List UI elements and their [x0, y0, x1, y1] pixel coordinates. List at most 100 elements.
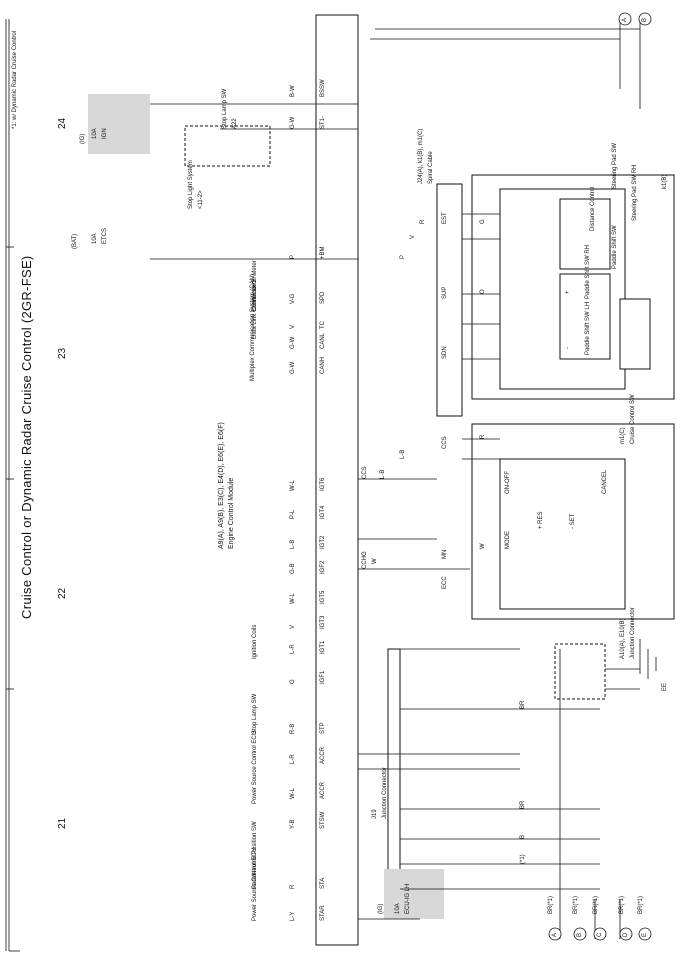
ecm-pin: IGT4 — [320, 505, 326, 519]
page-number-23: 23 — [57, 347, 68, 359]
cruise-sw-name: Cruise Control SW — [630, 394, 636, 444]
ecm-pin: STP — [320, 722, 326, 734]
ecm-pin: ACCR — [320, 746, 326, 764]
pin-wire: G-W — [290, 361, 296, 374]
pin-wire: W — [372, 558, 378, 564]
ecm-pin: TC — [320, 321, 326, 329]
wire-label: BR — [520, 700, 526, 709]
pin-dest: Ignition Coils — [252, 624, 258, 659]
ecm-pin: IGF1 — [320, 670, 326, 684]
page-number-21: 21 — [57, 817, 68, 829]
ref-c: C — [597, 932, 603, 937]
ref-wire: BR(*1) — [638, 895, 644, 914]
pin-wire: R-B — [290, 723, 296, 734]
pin-wire: P — [290, 254, 296, 259]
fuse-name: ETCS — [102, 227, 108, 244]
ecm-pin: CANL — [320, 332, 326, 349]
steering-pad-conn: k1(B) — [662, 174, 668, 189]
page-number-24: 24 — [57, 117, 68, 129]
wire-label: G — [480, 219, 486, 224]
pin-wire: V — [290, 324, 296, 329]
junction-conn: J19 — [372, 809, 378, 819]
cruise-sw-item: MODE — [505, 531, 511, 549]
ref-b: B — [577, 932, 583, 937]
ecm-pin: IGT3 — [320, 615, 326, 629]
spiral-pin: MN — [442, 549, 448, 559]
ref-wire: BR(*1) — [548, 895, 554, 914]
cruise-sw-conn: m1(C) — [620, 427, 626, 444]
spiral-pin: SUP — [442, 286, 448, 299]
pin-wire: Y-B — [290, 819, 296, 829]
wire-label: P — [400, 254, 406, 259]
wire-label: R — [480, 434, 486, 439]
steering-pad-name: Steering Pad SW — [612, 142, 618, 189]
spiral-pin: ECC — [442, 576, 448, 589]
ecm-pin: CCS — [362, 466, 368, 479]
spiral-conn: J24(A), k1(B), m1(C) — [418, 128, 424, 184]
ecm-pin: +BM — [320, 246, 326, 259]
ecm-name: Engine Control Module — [228, 477, 235, 549]
distance-control-box — [619, 298, 651, 370]
fuse-source: (IG) — [378, 903, 384, 914]
ecm-pin: CANH — [320, 356, 326, 374]
pin-wire: L-R — [290, 644, 296, 654]
steering-pad-item: Paddle Shift SW RH — [585, 244, 591, 299]
wire-label: BR — [520, 800, 526, 809]
ecm-pin: STSW — [320, 811, 326, 829]
ecm-pin: IGT5 — [320, 590, 326, 604]
junction2-name: Junction Connector — [630, 607, 636, 659]
ref-d: D — [623, 932, 629, 937]
pin-wire: B-W — [290, 85, 296, 97]
ecm-pin: IGT6 — [320, 477, 326, 491]
wire-label: O — [480, 289, 486, 294]
fuse-amp: 10A — [92, 233, 98, 244]
ecm-pin: IGT2 — [320, 535, 326, 549]
ecm-pin: ST1- — [320, 115, 326, 129]
cruise-sw-item: CANCEL — [602, 469, 608, 494]
pin-dest: Combination Meter — [252, 260, 258, 311]
fuse-name: IGN — [102, 128, 108, 139]
junction-name: Junction Connector — [382, 767, 388, 819]
pin-dest: Power Source Control ECU — [252, 730, 258, 804]
steering-pad-item: + — [565, 290, 571, 294]
pin-wire: W-L — [290, 480, 296, 491]
ref-e: E — [642, 932, 648, 937]
stop-lamp-system: Stop Light System — [188, 160, 194, 209]
pin-wire: P-L — [290, 509, 296, 519]
steering-pad-item: Paddle Shift SW LH — [585, 301, 591, 355]
pin-wire: V-G — [290, 293, 296, 304]
pin-wire: G-W — [290, 336, 296, 349]
fuse-source: (IG) — [80, 133, 86, 144]
spiral-name: Spiral Cable — [428, 151, 434, 184]
steering-pad-item: Distance Control — [590, 186, 596, 231]
wire-label: W — [480, 543, 486, 549]
fuse-source: (BAT) — [72, 233, 78, 249]
ecm-pin: STAR — [320, 905, 326, 921]
ecm-pin: IGT1 — [320, 640, 326, 654]
pin-dest: Stop Lamp SW — [252, 693, 258, 734]
ecm-pin: CCHG — [362, 551, 368, 569]
ref-wire: BR(*1) — [593, 895, 599, 914]
ecm-connectors: A9(A), A9(B), E3(C), E4(D), E6(E), E6(F) — [218, 422, 225, 549]
pin-wire: L-B — [290, 539, 296, 549]
wire-label: R — [420, 219, 426, 224]
cruise-sw-item: ON-OFF — [505, 471, 511, 494]
ref-wire: BR(*1) — [619, 895, 625, 914]
ecm-pin: STA — [320, 877, 326, 889]
page-number-22: 22 — [57, 587, 68, 599]
wire-label: B — [520, 834, 526, 839]
stop-lamp-ref: <11-2> — [198, 190, 204, 209]
steering-pad-item: Paddle Shift SW — [612, 225, 618, 269]
spiral-pin: CCS — [442, 436, 448, 449]
pin-wire: R — [290, 884, 296, 889]
fuse-name: ECU-IG LH — [405, 883, 411, 914]
cruise-sw-item: + RES — [538, 511, 544, 529]
pin-wire: W-L — [290, 593, 296, 604]
pin-wire: G-B — [290, 563, 296, 574]
pin-wire: V — [290, 624, 296, 629]
ref-b-top: B — [642, 17, 648, 22]
ecm-pin: IGF2 — [320, 560, 326, 574]
